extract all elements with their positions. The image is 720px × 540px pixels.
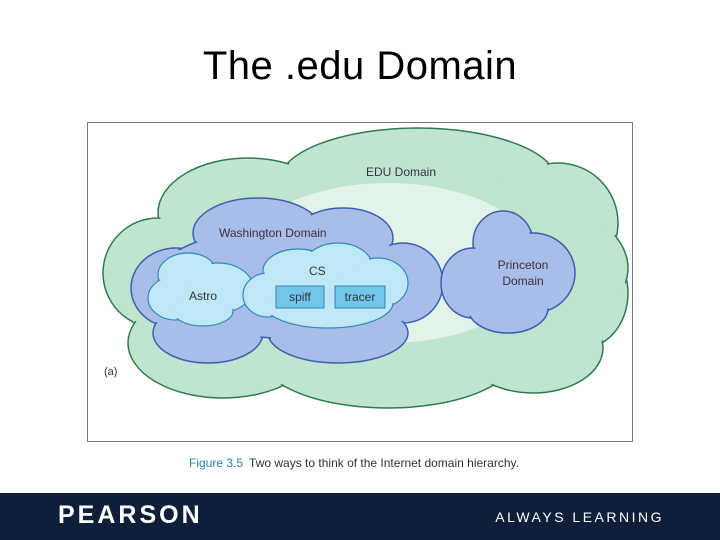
tracer-host-label: tracer bbox=[345, 290, 376, 304]
pearson-logo: PEARSON bbox=[58, 501, 203, 529]
princeton-domain-cloud bbox=[440, 210, 576, 334]
princeton-domain-label-line2: Domain bbox=[502, 274, 543, 288]
slide-title: The .edu Domain bbox=[202, 44, 518, 88]
figure-caption-text: Two ways to think of the Internet domain… bbox=[249, 456, 519, 470]
figure-frame: EDU Domain Washington Domain Princeton D… bbox=[87, 122, 633, 442]
figure-number: Figure 3.5 bbox=[189, 456, 244, 470]
domain-diagram: EDU Domain Washington Domain Princeton D… bbox=[102, 127, 629, 409]
spiff-host-box bbox=[275, 285, 325, 309]
footer-bar: PEARSON ALWAYS LEARNING bbox=[0, 493, 720, 540]
spiff-host-label: spiff bbox=[289, 290, 311, 304]
tagline: ALWAYS LEARNING bbox=[495, 509, 664, 525]
edu-domain-label: EDU Domain bbox=[366, 165, 436, 179]
astro-domain-cloud bbox=[147, 252, 254, 327]
panel-label: (a) bbox=[104, 366, 117, 378]
cs-domain-label: CS bbox=[309, 264, 326, 278]
figure-caption: Figure 3.5 Two ways to think of the Inter… bbox=[189, 456, 519, 470]
washington-domain-label: Washington Domain bbox=[219, 226, 327, 240]
princeton-domain-label-line1: Princeton bbox=[498, 258, 549, 272]
tracer-host-box bbox=[334, 285, 386, 309]
astro-domain-label: Astro bbox=[189, 289, 217, 303]
